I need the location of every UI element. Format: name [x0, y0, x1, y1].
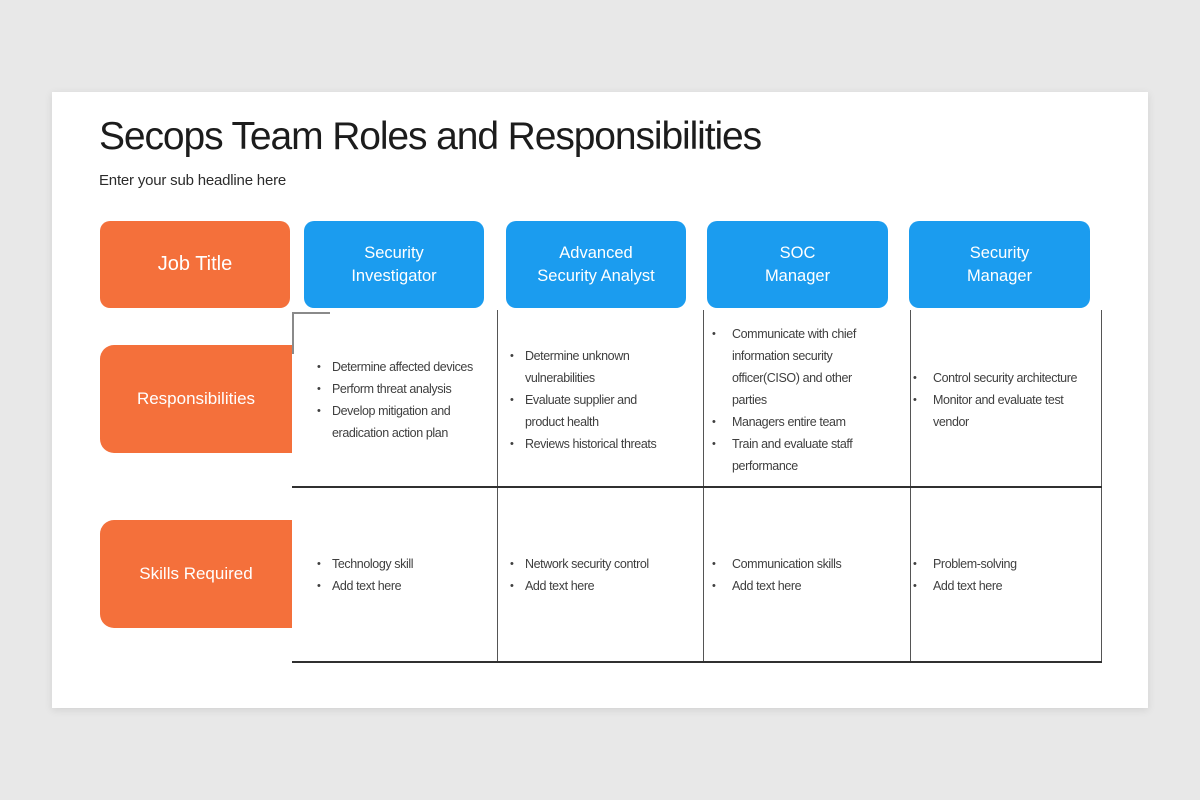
bullet-item: • Develop mitigation and eradication acti…: [317, 400, 497, 444]
bullet-item: • Communication skills: [712, 553, 910, 575]
job-title-header-box: Job Title: [100, 221, 290, 308]
bullet-text: Network security control: [525, 556, 649, 571]
job-title-label: Job Title: [157, 253, 233, 275]
responsibilities-row-header-box: Responsibilities: [100, 345, 292, 453]
bullet-dot: •: [913, 394, 917, 406]
bullet-text: Develop mitigation and eradication actio…: [332, 404, 451, 440]
bullet-dot: •: [510, 579, 514, 592]
skills-cell-soc-manager: • Communication skills • Add text here: [703, 487, 910, 662]
role-label: Security Manager: [966, 243, 1033, 285]
bullet-dot: •: [913, 372, 917, 384]
bullet-item: • Determine affected devices: [317, 356, 497, 378]
bullet-dot: •: [510, 438, 514, 450]
row-divider: [292, 486, 1102, 488]
bullet-text: Reviews historical threats: [525, 437, 657, 451]
bullet-item: • Add text here: [913, 575, 1101, 597]
role-box-security-manager: Security Manager: [909, 221, 1090, 308]
bullet-item: • Add text here: [317, 575, 497, 597]
skills-cell-security-manager: • Problem-solving • Add text here: [910, 487, 1101, 662]
bullet-item: • Technology skill: [317, 553, 497, 575]
bullet-dot: •: [510, 350, 514, 362]
responsibilities-label: Responsibilities: [136, 389, 256, 408]
bullet-text: Determine unknown vulnerabilities: [525, 349, 630, 385]
bullet-dot: •: [712, 557, 716, 570]
role-box-advanced-security-analyst: Advanced Security Analyst: [506, 221, 686, 308]
bullet-item: • Add text here: [510, 575, 703, 597]
bullet-dot: •: [712, 416, 716, 428]
bullet-text: Control security architecture: [933, 371, 1078, 385]
responsibilities-cell-security-investigator: • Determine affected devices • Perform thre…: [292, 313, 497, 487]
bullet-item: • Train and evaluate staff performance: [712, 433, 910, 477]
bullet-text: Communication skills: [732, 556, 842, 571]
skills-cell-security-investigator: • Technology skill • Add text here: [292, 487, 497, 662]
bullet-text: Add text here: [525, 578, 595, 593]
bullet-item: • Managers entire team: [712, 411, 910, 433]
bullet-dot: •: [317, 361, 321, 373]
bullet-text: Add text here: [933, 578, 1003, 593]
skills-label: Skills Required: [139, 564, 253, 583]
bullet-dot: •: [317, 579, 321, 592]
bullet-text: Evaluate supplier and product health: [525, 393, 637, 429]
role-box-security-investigator: Security Investigator: [304, 221, 484, 308]
bullet-text: Problem-solving: [933, 556, 1017, 571]
bullet-text: Communicate with chief information secur…: [732, 327, 856, 407]
bullet-text: Monitor and evaluate test vendor: [933, 393, 1064, 429]
bullet-item: • Perform threat analysis: [317, 378, 497, 400]
bullet-item: • Monitor and evaluate test vendor: [913, 389, 1101, 433]
sub-headline: Enter your sub headline here: [99, 172, 287, 189]
bullet-text: Managers entire team: [732, 415, 846, 429]
role-label: SOC Manager: [764, 243, 831, 285]
bullet-text: Add text here: [332, 578, 402, 593]
bullet-dot: •: [510, 557, 514, 570]
responsibilities-cell-advanced-security-analyst: • Determine unknown vulnerabilities • Evalu…: [497, 313, 703, 487]
bullet-dot: •: [712, 328, 716, 340]
table-corner-placeholder-outline: [292, 312, 330, 354]
skills-cell-advanced-security-analyst: • Network security control • Add text here: [497, 487, 703, 662]
bullet-dot: •: [712, 438, 716, 450]
role-box-soc-manager: SOC Manager: [707, 221, 888, 308]
bullet-text: Technology skill: [332, 556, 414, 571]
bullet-dot: •: [913, 557, 917, 570]
bullet-item: • Control security architecture: [913, 367, 1101, 389]
bullet-item: • Add text here: [712, 575, 910, 597]
bullet-dot: •: [913, 579, 917, 592]
slide-canvas: Secops Team Roles and Responsibilities E…: [52, 92, 1148, 708]
responsibilities-cell-soc-manager: • Communicate with chief information secu…: [703, 313, 910, 487]
bullet-text: Determine affected devices: [332, 360, 473, 374]
bullet-dot: •: [712, 579, 716, 592]
role-label: Security Investigator: [351, 243, 437, 285]
bullet-dot: •: [510, 394, 514, 406]
bullet-item: • Network security control: [510, 553, 703, 575]
bullet-item: • Evaluate supplier and product health: [510, 389, 703, 433]
responsibilities-cell-security-manager: • Control security architecture • Monitor a…: [910, 313, 1101, 487]
page-title: Secops Team Roles and Responsibilities: [99, 115, 762, 158]
bullet-dot: •: [317, 383, 321, 395]
role-label: Advanced Security Analyst: [537, 243, 655, 285]
bullet-dot: •: [317, 557, 321, 570]
bullet-item: • Determine unknown vulnerabilities: [510, 345, 703, 389]
bullet-text: Train and evaluate staff performance: [732, 437, 853, 473]
bullet-item: • Problem-solving: [913, 553, 1101, 575]
bullet-text: Perform threat analysis: [332, 382, 452, 396]
bullet-item: • Reviews historical threats: [510, 433, 703, 455]
bullet-text: Add text here: [732, 578, 802, 593]
skills-row-header-box: Skills Required: [100, 520, 292, 628]
bullet-dot: •: [317, 405, 321, 417]
bullet-item: • Communicate with chief information secu…: [712, 323, 910, 411]
table-bottom-border: [292, 661, 1102, 663]
